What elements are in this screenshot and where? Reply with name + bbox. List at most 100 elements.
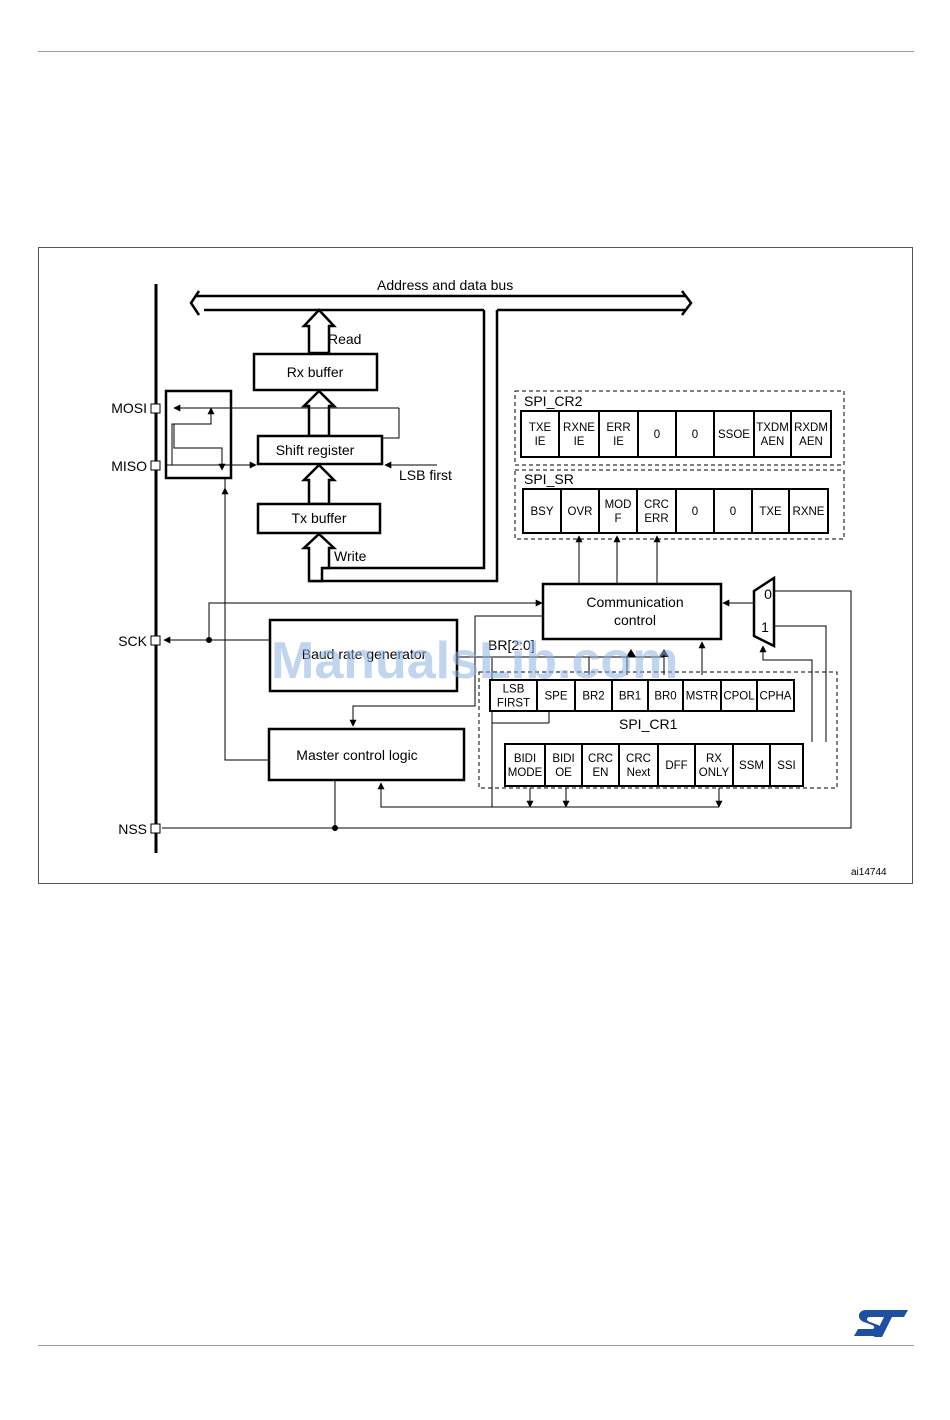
spi-cr2-cell-7-line-1: AEN (799, 436, 823, 448)
spi-cr1-row1-cell-0-line-0: LSB (503, 684, 525, 696)
spi-cr1-row1-cell-6 (720, 679, 758, 712)
spi-cr2-cell-2 (598, 410, 639, 458)
spi-cr1-row2-cell-5-line-1: ONLY (699, 767, 730, 779)
spi-sr-cell-2-line-0: MOD (605, 499, 632, 511)
mux-input-1: 1 (761, 619, 769, 635)
spi-cr1-row2-cell-7 (769, 743, 804, 787)
spi-sr-cell-3-line-0: CRC (644, 499, 669, 511)
spi-sr-frame (514, 469, 845, 540)
spi-cr2-cell-3-line-0: 0 (654, 429, 660, 441)
br-bus-label: BR[2:0] (488, 637, 535, 653)
spi-cr1-row1-cell-7-line-0: CPHA (760, 691, 792, 703)
mosi-pin (150, 403, 161, 414)
tx-buffer (256, 502, 382, 535)
tx-to-shift-arrow (300, 463, 338, 506)
baud-rate-generator-label: Baud rate generator (302, 646, 427, 662)
spi-cr1-row1-cell-0-line-1: FIRST (497, 698, 530, 710)
nss-label: NSS (118, 821, 147, 837)
spi-cr1-row2-cell-3-line-1: Next (627, 767, 651, 779)
spi-cr1-row2-cell-1-line-1: OE (555, 767, 572, 779)
spi-cr1-row2-cell-2-line-0: CRC (588, 753, 613, 765)
spi-cr2-title: SPI_CR2 (524, 393, 583, 409)
spi-cr1-row1-cell-3-line-0: BR1 (619, 691, 641, 703)
mux-input-0: 0 (764, 586, 772, 602)
spi-cr1-row2-cell-0-line-1: MODE (508, 767, 543, 779)
spi-cr1-row2-cell-2 (581, 743, 620, 787)
sck-pin (150, 635, 161, 646)
spi-sr-cell-7 (788, 488, 829, 534)
spi-cr1-row2-cell-5-line-0: RX (706, 753, 722, 765)
spi-cr2-cell-4-line-0: 0 (692, 429, 698, 441)
spi-sr-title: SPI_SR (524, 471, 574, 487)
spi-sr-cell-7-line-0: RXNE (793, 506, 825, 518)
spi-cr1-row2-cell-0 (504, 743, 546, 787)
spi-cr1-row2-cell-3 (618, 743, 659, 787)
address-data-bus (189, 290, 693, 583)
comm-to-mcl-line (349, 615, 543, 727)
br-arrow-2 (659, 649, 669, 657)
spi-cr1-row2-cell-2-line-1: EN (593, 767, 609, 779)
mosi-label: MOSI (111, 400, 147, 416)
mcl-to-iobox-line (221, 487, 268, 761)
spi-cr2-cell-7-line-0: RXDM (794, 422, 828, 434)
io-switch-wiring (166, 404, 400, 506)
spi-cr2-cell-5-line-0: SSOE (718, 429, 750, 441)
shift-register-label: Shift register (276, 442, 355, 458)
master-control-logic (267, 727, 466, 782)
communication-control (541, 582, 723, 641)
spi-cr1-row1-cell-5 (682, 679, 722, 712)
spi-sr-cell-5 (713, 488, 753, 534)
spi-block-diagram: Address and data bus Read Rx buffer Shif… (38, 247, 913, 884)
spi-sr-cell-3-line-1: ERR (644, 513, 668, 525)
spi-cr1-row1-cell-4-line-0: BR0 (654, 691, 676, 703)
spi-cr1-row2-cell-1-line-0: BIDI (552, 753, 574, 765)
spi-cr2-cell-1-line-0: RXNE (563, 422, 595, 434)
mux-wiring (162, 590, 852, 829)
rx-buffer-label: Rx buffer (287, 364, 344, 380)
watermark: ManualsLib.com (271, 632, 678, 690)
spi-sr-cell-0-line-0: BSY (530, 506, 553, 518)
read-arrow (301, 308, 337, 355)
communication-control-line2: control (614, 612, 656, 628)
spi-cr2-cell-6-line-1: AEN (761, 436, 785, 448)
spi-cr2-cell-7 (790, 410, 832, 458)
spi-cr2-cell-2-line-0: ERR (606, 422, 630, 434)
spi-sr-cell-0 (522, 488, 562, 534)
spi-sr-cell-4-line-0: 0 (692, 506, 698, 518)
spi-cr1-title: SPI_CR1 (619, 716, 678, 732)
tx-buffer-label: Tx buffer (292, 510, 347, 526)
spi-sr-cell-5-line-0: 0 (730, 506, 736, 518)
sck-wiring (163, 599, 543, 644)
spi-cr2-cell-0-line-0: TXE (529, 422, 552, 434)
spi-cr1-row1-cell-1-line-0: SPE (544, 691, 567, 703)
pins (150, 403, 161, 834)
footer-rule (38, 1345, 914, 1346)
spi-cr1-row2-cell-1 (544, 743, 583, 787)
spi-sr-cell-4 (675, 488, 715, 534)
header-rule (38, 51, 914, 52)
spi-cr2-cell-3 (637, 410, 677, 458)
st-logo (854, 1310, 908, 1337)
figure-id: ai14744 (851, 867, 887, 878)
spi-cr1-row1-cell-7 (756, 679, 795, 712)
spi-cr2-frame (514, 390, 845, 466)
spi-cr1-row2-cell-0-line-0: BIDI (514, 753, 536, 765)
spi-cr2-cell-1-line-1: IE (574, 436, 585, 448)
mux (752, 575, 776, 649)
spi-cr1-row2-cell-6-line-0: SSM (739, 760, 764, 772)
write-label: Write (334, 548, 367, 564)
spi-cr1-row2-cell-6 (732, 743, 771, 787)
shift-register (256, 434, 384, 466)
spi-cr1-row1-cell-6-line-0: CPOL (723, 691, 755, 703)
read-label: Read (328, 331, 361, 347)
spi-sr-cell-3 (636, 488, 677, 534)
spi-cr1-row2-cell-4-line-0: DFF (665, 760, 687, 772)
shift-to-rx-arrow (300, 389, 338, 438)
spi-cr2-cell-2-line-1: IE (613, 436, 624, 448)
communication-control-line1: Communication (586, 594, 683, 610)
spi-sr-cell-2 (598, 488, 638, 534)
